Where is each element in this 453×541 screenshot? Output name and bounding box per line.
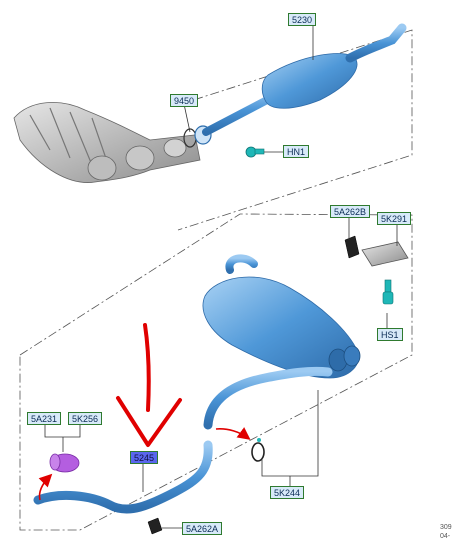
clamp-5k244[interactable]: [251, 438, 265, 462]
callout-5k291[interactable]: 5K291: [377, 212, 412, 225]
bolt-hs1[interactable]: [382, 279, 394, 305]
bracket-5k291[interactable]: [361, 241, 409, 267]
intermediate-pipe-5245[interactable]: [33, 366, 333, 514]
clamp-5a231[interactable]: [49, 453, 80, 473]
callout-5k244[interactable]: 5K244: [270, 486, 305, 499]
frame-outlines: [19, 29, 413, 531]
exhaust-manifold: [13, 102, 201, 183]
callout-5230[interactable]: 5230: [288, 13, 317, 26]
callout-hn1[interactable]: HN1: [283, 145, 310, 158]
callout-hs1[interactable]: HS1: [377, 328, 403, 341]
callout-5245[interactable]: 5245: [130, 451, 159, 464]
red-motion-arrows: [38, 427, 251, 501]
callout-5a262b[interactable]: 5A262B: [330, 205, 371, 218]
callout-9450[interactable]: 9450: [170, 94, 199, 107]
rear-muffler[interactable]: [202, 254, 361, 379]
callout-5k256[interactable]: 5K256: [68, 412, 103, 425]
red-pointer-arrow: [116, 323, 182, 447]
insulator-5a262a[interactable]: [147, 517, 163, 535]
callout-5a262a[interactable]: 5A262A: [182, 522, 223, 535]
muffler-assembly-5230[interactable]: [202, 23, 407, 136]
reference-number-line2: 04-: [440, 533, 451, 540]
callout-5a231[interactable]: 5A231: [27, 412, 62, 425]
leader-lines: [44, 23, 398, 529]
reference-number-line1: 309: [440, 524, 452, 531]
insulator-5a262b[interactable]: [344, 235, 360, 259]
fastener-hn1[interactable]: [245, 146, 265, 158]
